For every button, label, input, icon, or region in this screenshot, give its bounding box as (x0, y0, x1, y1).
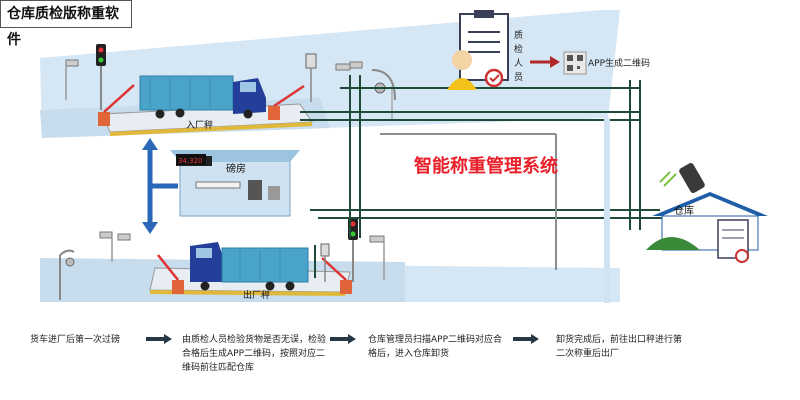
app-title: 仓库质检版称重软件 (0, 0, 132, 48)
network-lines (300, 75, 670, 278)
camera-icon (65, 59, 79, 100)
camera-icon (369, 235, 385, 280)
inspector-label-1: 质 (514, 29, 523, 41)
barrier-bottom-left (157, 254, 184, 294)
scale-in-label: 入厂秤 (186, 120, 213, 131)
scale-out-edge (150, 290, 345, 296)
step-3: 仓库管理员扫描APP二维码对应合格后，进入仓库卸货 (368, 335, 503, 359)
warehouse-label: 仓库 (674, 204, 694, 217)
step-arrow-2 (330, 334, 356, 344)
system-name: 智能称重管理系统 (414, 155, 558, 177)
card-reader-icon (305, 53, 317, 102)
scale-display (176, 154, 206, 165)
scale-display-value: 34,320 (178, 157, 203, 165)
truck-bottom (190, 242, 309, 291)
step-arrow-3 (513, 334, 539, 344)
card-reader-icon (320, 243, 330, 282)
barrier-bottom-right (321, 257, 352, 294)
dome-camera-icon (59, 249, 75, 300)
arrow-right-icon (530, 56, 560, 68)
barrier-top-left (98, 84, 135, 126)
vertical-double-arrow (142, 138, 178, 234)
truck-top (139, 75, 266, 119)
barrier-top-right (268, 84, 305, 120)
right-wall (604, 118, 610, 303)
inspector-label-2: 检 (514, 43, 523, 55)
weigh-room-label: 磅房 (226, 162, 246, 175)
step-1: 货车进厂后第一次过磅 (30, 335, 121, 345)
camera-icon (335, 61, 363, 71)
network-lines-gray (380, 133, 557, 270)
scale-out-label: 出厂秤 (243, 289, 270, 301)
qc-inspector-icon (447, 10, 509, 90)
inspector-label-4: 员 (514, 72, 523, 83)
camera-icon (99, 231, 131, 262)
qr-code-icon (563, 51, 587, 75)
handheld-scanner-icon (659, 162, 705, 194)
inspector-label-3: 人 (514, 58, 523, 69)
app-qr-label: APP生成二维码 (588, 57, 650, 69)
warehouse-icon (646, 192, 768, 263)
step-arrow-1 (146, 334, 172, 344)
step-4: 卸货完成后，前往出口秤进行第二次称重后出厂 (556, 335, 683, 359)
scale-in-edge (110, 122, 312, 136)
step-2: 由质检人员检验货物是否无误，检验合格后生成APP二维码，按照对应二维码前往匹配仓… (182, 335, 327, 373)
traffic-light-top-icon (96, 44, 106, 110)
